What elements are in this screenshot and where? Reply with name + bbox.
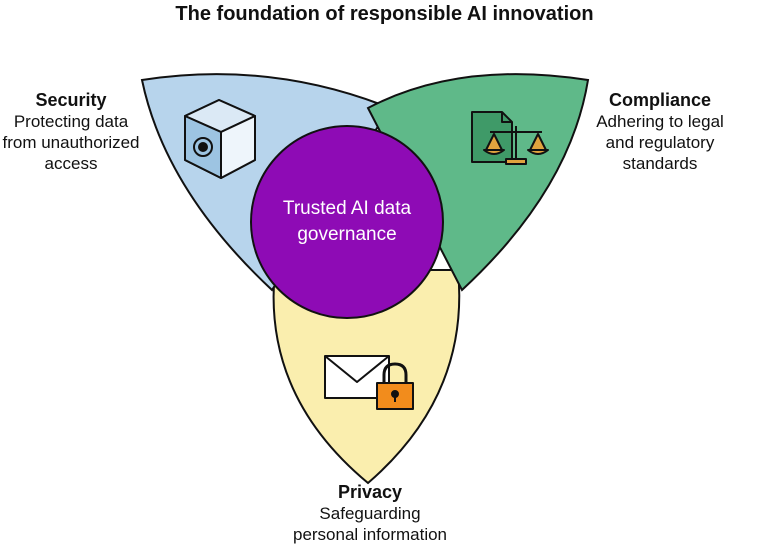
center-label-line: governance: [297, 224, 397, 245]
locked-envelope-icon: [324, 355, 414, 410]
security-desc-line: Protecting data: [13, 112, 129, 131]
privacy-label-group: Privacy Safeguarding personal informatio…: [270, 482, 470, 545]
vault-safe-icon: [184, 99, 256, 179]
compliance-desc-line: Adhering to legal: [596, 112, 724, 131]
security-label-group: Security Protecting data from unauthoriz…: [0, 90, 142, 174]
diagram-title: The foundation of responsible AI innovat…: [175, 3, 594, 25]
compliance-desc-line: standards: [622, 154, 698, 173]
security-desc-line: from unauthorized: [2, 133, 140, 152]
privacy-desc-line: Safeguarding: [319, 504, 421, 523]
compliance-title: Compliance: [608, 90, 712, 110]
document-scales-icon: [471, 111, 549, 165]
security-desc-line: access: [44, 154, 98, 173]
compliance-desc-line: and regulatory: [605, 133, 715, 152]
privacy-title: Privacy: [337, 482, 403, 502]
privacy-desc-line: personal information: [292, 525, 448, 544]
center-circle: [250, 125, 444, 319]
center-label-group: Trusted AI data governance: [262, 196, 432, 248]
security-title: Security: [35, 90, 107, 110]
center-label-line: Trusted AI data: [282, 198, 412, 219]
compliance-label-group: Compliance Adhering to legal and regulat…: [585, 90, 735, 174]
